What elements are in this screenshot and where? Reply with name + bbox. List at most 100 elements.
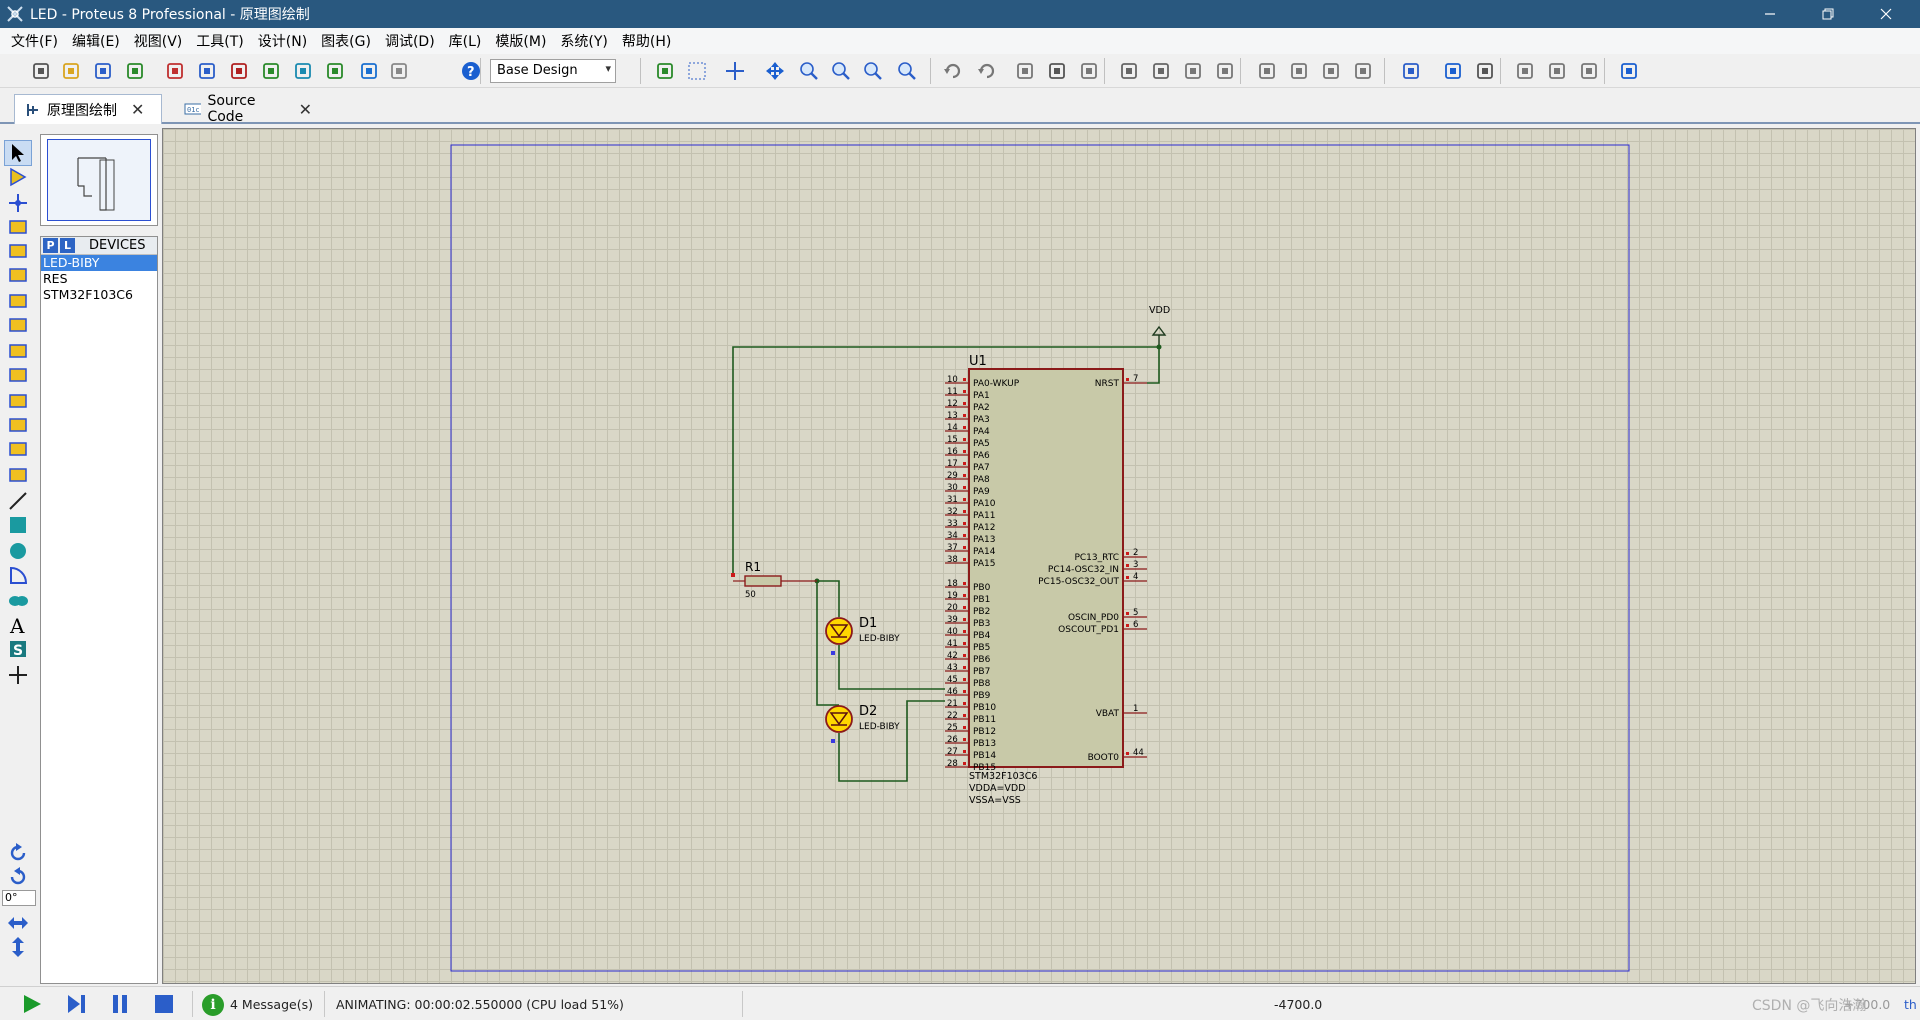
menu-item[interactable]: 编辑(E) [71,34,120,50]
junction-tool[interactable] [4,190,32,216]
menu-item[interactable]: 设计(N) [257,34,308,50]
close-tab-icon[interactable]: ✕ [131,100,145,119]
device-list-item[interactable]: STM32F103C6 [43,287,133,302]
wire-autorouter-button[interactable] [1398,58,1424,84]
block-delete-button[interactable] [1212,58,1238,84]
block-rotate-button[interactable] [1180,58,1206,84]
3d-viewer-button[interactable] [290,58,316,84]
arc-tool[interactable] [4,562,32,588]
mirror-horizontal-tool[interactable] [4,910,32,936]
graph-tool[interactable] [4,362,32,388]
zoom-out-button[interactable] [828,58,854,84]
new-file-button[interactable] [28,58,54,84]
gerber-button[interactable] [258,58,284,84]
pause-button[interactable] [106,991,134,1017]
subcircuit-tool[interactable] [4,288,32,314]
schematic-button[interactable] [194,58,220,84]
rotate-anticlockwise-tool[interactable] [4,864,32,890]
text-script-tool[interactable] [4,238,32,264]
info-icon[interactable]: i [202,994,224,1016]
symbol-tool[interactable]: S [4,636,32,662]
minimize-button[interactable] [1742,0,1798,28]
box-tool[interactable] [4,512,32,538]
remove-sheet-button[interactable] [1544,58,1570,84]
netlist-button[interactable] [1616,58,1642,84]
menu-item[interactable]: 库(L) [448,34,482,50]
zoom-all-button[interactable] [860,58,886,84]
cut-button[interactable] [1012,58,1038,84]
device-list-item[interactable]: RES [43,271,68,286]
bom-button[interactable] [322,58,348,84]
device-list-item[interactable]: LED-BIBY [41,255,157,271]
home-button[interactable] [162,58,188,84]
packaging-button[interactable] [1318,58,1344,84]
text-tool[interactable]: A [4,612,32,638]
new-sheet-button[interactable] [1512,58,1538,84]
voltage-probe-tool[interactable] [4,436,32,462]
component-mode-tool[interactable] [4,164,32,190]
search-button[interactable] [1440,58,1466,84]
make-device-button[interactable] [1286,58,1312,84]
play-button[interactable] [18,991,46,1017]
pcb-layout-button[interactable] [226,58,252,84]
menu-item[interactable]: 视图(V) [133,34,183,50]
grid-button[interactable] [684,58,710,84]
paste-button[interactable] [1076,58,1102,84]
pick-devices-button[interactable]: P [43,238,58,253]
rotation-input[interactable]: 0° [2,890,36,906]
tab-schematic[interactable]: 原理图绘制 ✕ [14,94,162,124]
menu-item[interactable]: 帮助(H) [621,34,672,50]
design-notes-button[interactable] [386,58,412,84]
zoom-in-button[interactable] [796,58,822,84]
restore-button[interactable] [1800,0,1856,28]
selection-mode-tool[interactable] [4,140,32,166]
decompose-button[interactable] [1350,58,1376,84]
block-copy-button[interactable] [1116,58,1142,84]
generator-tool[interactable] [4,412,32,438]
stop-button[interactable] [150,991,178,1017]
device-pin-tool[interactable] [4,338,32,364]
library-manager-button[interactable]: L [60,238,75,253]
save-button[interactable] [90,58,116,84]
mirror-vertical-tool[interactable] [4,934,32,960]
tape-recorder-tool[interactable] [4,388,32,414]
menu-item[interactable]: 文件(F) [11,34,58,50]
menu-item[interactable]: 图表(G) [321,34,371,50]
undo-button[interactable] [940,58,966,84]
block-move-button[interactable] [1148,58,1174,84]
wire-label-tool[interactable] [4,214,32,240]
menu-item[interactable]: 系统(Y) [560,34,608,50]
pan-button[interactable] [762,58,788,84]
close-button[interactable] [1858,0,1914,28]
origin-button[interactable] [722,58,748,84]
copy-button[interactable] [1044,58,1070,84]
bus-tool[interactable] [4,262,32,288]
rotate-clockwise-tool[interactable] [4,840,32,866]
step-button[interactable] [62,991,90,1017]
line-tool[interactable] [4,488,32,514]
redo-button[interactable] [974,58,1000,84]
bill-button[interactable] [356,58,382,84]
terminal-tool[interactable] [4,312,32,338]
marker-tool[interactable] [4,662,32,688]
menu-item[interactable]: 工具(T) [196,34,244,50]
menu-item[interactable]: 调试(D) [384,34,435,50]
refresh-button[interactable] [652,58,678,84]
close-tab-icon[interactable]: ✕ [298,99,312,119]
path-tool[interactable] [4,588,32,614]
design-select[interactable]: Base Design▾ [490,59,616,83]
property-assign-button[interactable] [1472,58,1498,84]
circle-tool[interactable] [4,538,32,564]
exit-sheet-button[interactable] [1576,58,1602,84]
open-folder-button[interactable] [58,58,84,84]
current-probe-tool[interactable] [4,462,32,488]
overview-window[interactable] [40,134,158,226]
help-button[interactable]: ? [458,58,484,84]
pick-device-button[interactable] [1254,58,1280,84]
message-count[interactable]: 4 Message(s) [230,997,313,1012]
zoom-area-button[interactable] [894,58,920,84]
tab-source-code[interactable]: 01c Source Code ✕ [174,93,322,125]
import-button[interactable] [122,58,148,84]
menu-item[interactable]: 模版(M) [495,34,547,50]
